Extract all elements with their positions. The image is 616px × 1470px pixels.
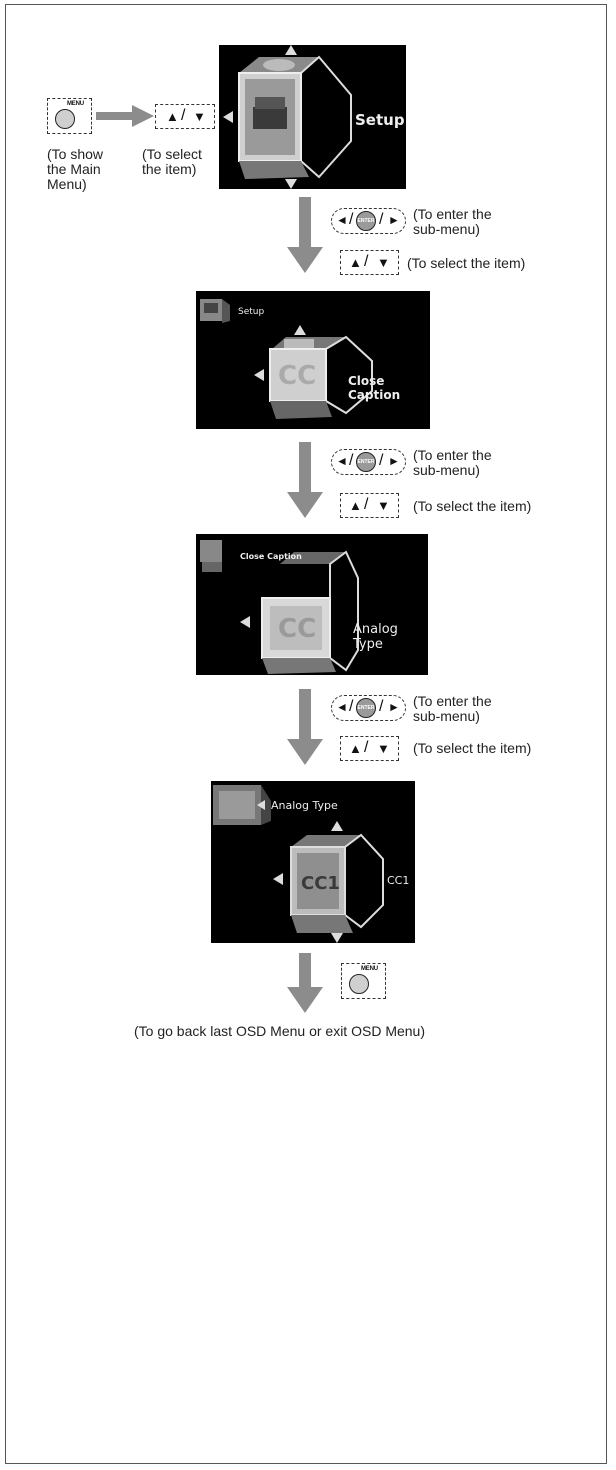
exit-osd-caption: (To go back last OSD Menu or exit OSD Me… (134, 1024, 425, 1039)
menu-button-box[interactable]: MENU (47, 98, 92, 134)
right-arrow-icon: ► (388, 214, 400, 227)
close-caption-cube-graphic (196, 291, 430, 429)
close-caption-label: Close Caption (348, 374, 430, 402)
slash-icon: / (364, 254, 368, 270)
up-arrow-icon: ▲ (349, 499, 362, 512)
cc1-cube-text: CC1 (301, 873, 340, 894)
left-arrow-icon: ◄ (336, 214, 348, 227)
enter-submenu-caption-1: (To enter the sub-menu) (413, 207, 492, 237)
up-down-button-box-3[interactable]: ▲ / ▼ (340, 493, 399, 518)
down-arrow-large-3 (287, 689, 323, 765)
close-caption-small-label: Close Caption (240, 552, 302, 561)
select-item-caption-3: (To select the item) (413, 499, 531, 514)
slash-icon: / (181, 108, 185, 124)
slash-icon: / (349, 699, 353, 715)
menu-button-box-exit[interactable]: MENU (341, 963, 386, 999)
down-arrow-large-2 (287, 442, 323, 518)
slash-icon: / (379, 699, 383, 715)
setup-label: Setup (355, 111, 405, 129)
show-main-menu-caption: (To show the Main Menu) (47, 147, 103, 192)
osd-screen-close-caption: Setup CC Close Caption (196, 291, 430, 429)
down-arrow-large-1 (287, 197, 323, 273)
menu-button-label: MENU (361, 966, 378, 972)
enter-button-pill-3[interactable]: ◄ / ENTER / ► (331, 695, 406, 721)
menu-button-icon (349, 974, 369, 994)
up-arrow-icon: ▲ (349, 742, 362, 755)
left-arrow-icon: ◄ (336, 701, 348, 714)
osd-screen-cc1: Analog Type CC1 CC1 (211, 781, 415, 943)
slash-icon: / (349, 453, 353, 469)
up-arrow-icon: ▲ (349, 256, 362, 269)
enter-submenu-caption-3: (To enter the sub-menu) (413, 694, 492, 724)
left-arrow-icon: ◄ (336, 455, 348, 468)
down-arrow-large-4 (287, 953, 323, 1013)
up-arrow-icon: ▲ (166, 110, 179, 123)
right-arrow-icon: ► (388, 455, 400, 468)
select-item-caption-2: (To select the item) (407, 256, 525, 271)
down-arrow-icon: ▼ (193, 110, 206, 123)
menu-button-label: MENU (67, 101, 84, 107)
enter-button-icon: ENTER (356, 698, 376, 718)
up-down-button-box-2[interactable]: ▲ / ▼ (340, 250, 399, 275)
analog-type-cube-graphic (196, 534, 428, 675)
down-arrow-icon: ▼ (377, 256, 390, 269)
enter-submenu-caption-2: (To enter the sub-menu) (413, 448, 492, 478)
slash-icon: / (364, 740, 368, 756)
analog-type-small-label: Analog Type (271, 799, 338, 812)
enter-button-pill-1[interactable]: ◄ / ENTER / ► (331, 208, 406, 234)
enter-button-icon: ENTER (356, 211, 376, 231)
slash-icon: / (349, 212, 353, 228)
right-arrow-icon: ► (388, 701, 400, 714)
slash-icon: / (379, 453, 383, 469)
setup-small-label: Setup (238, 307, 264, 317)
osd-screen-setup: Setup (219, 45, 406, 189)
osd-screen-analog-type: Close Caption CC Analog Type (196, 534, 428, 675)
enter-button-icon: ENTER (356, 452, 376, 472)
cc-cube-text: CC (278, 361, 316, 391)
down-arrow-icon: ▼ (377, 742, 390, 755)
enter-button-pill-2[interactable]: ◄ / ENTER / ► (331, 449, 406, 475)
select-item-caption-1: (To select the item) (142, 147, 202, 177)
down-arrow-icon: ▼ (377, 499, 390, 512)
select-item-caption-4: (To select the item) (413, 741, 531, 756)
cc-cube-text: CC (278, 614, 316, 644)
analog-type-label: Analog Type (353, 622, 428, 652)
slash-icon: / (379, 212, 383, 228)
slash-icon: / (364, 497, 368, 513)
menu-button-icon (55, 109, 75, 129)
up-down-button-box-4[interactable]: ▲ / ▼ (340, 736, 399, 761)
cc1-label: CC1 (387, 874, 409, 887)
right-arrow-icon (96, 105, 154, 127)
up-down-button-box[interactable]: ▲ / ▼ (155, 104, 215, 129)
